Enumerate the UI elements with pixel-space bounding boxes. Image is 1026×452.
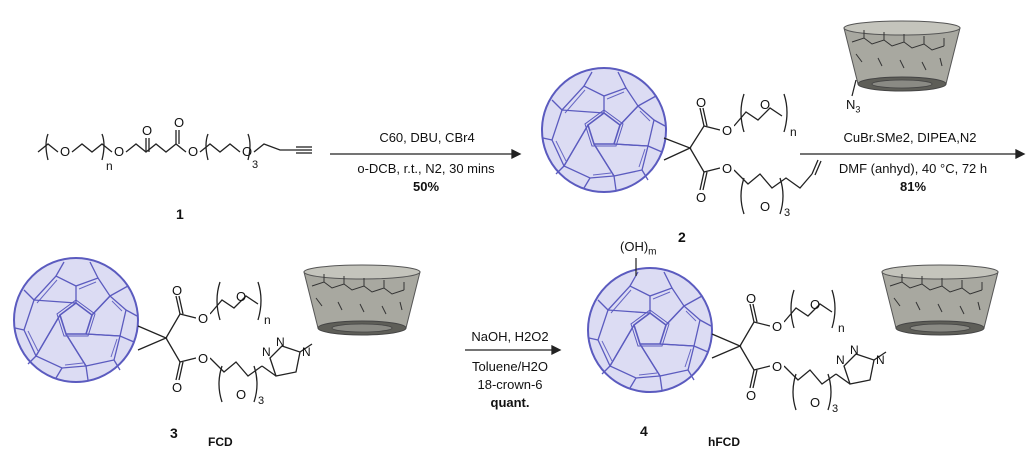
atom-o: O (746, 291, 757, 306)
atom-o: O (696, 190, 707, 205)
subscript-n: n (838, 321, 845, 335)
step3-yield: quant. (490, 395, 530, 410)
subscript-3: 3 (832, 403, 839, 415)
compound-tag: FCD (208, 435, 233, 449)
atom-o: O (722, 161, 733, 176)
atom-o: O (172, 283, 183, 298)
subscript-3: 3 (784, 207, 791, 219)
atom-o: O (236, 387, 247, 402)
atom-n: N (276, 335, 285, 349)
compound-number: 4 (640, 423, 648, 439)
compound-tag: hFCD (708, 435, 740, 449)
compound-3-structure (13, 257, 421, 403)
atom-n: N (302, 345, 311, 359)
compound-4-structure (587, 258, 999, 411)
atom-o: O (60, 144, 71, 159)
atom-n: N (836, 353, 845, 367)
azide-label: N3 (846, 97, 861, 115)
compound-number: 2 (678, 229, 686, 245)
atom-o: O (746, 388, 757, 403)
subscript-3: 3 (258, 395, 265, 407)
atom-n: N (262, 345, 271, 359)
atom-o: O (760, 97, 771, 112)
atom-o: O (114, 144, 125, 159)
subscript-n: n (106, 159, 113, 173)
atom-o: O (142, 123, 153, 138)
step2-reagents: CuBr.SMe2, DIPEA,N2 (843, 130, 977, 145)
subscript-3: 3 (252, 159, 259, 171)
atom-o: O (760, 199, 771, 214)
atom-o: O (172, 380, 183, 395)
atom-n: N (876, 353, 885, 367)
atom-o: O (722, 123, 733, 138)
compound-2-structure (541, 67, 822, 215)
step2-conditions: DMF (anhyd), 40 °C, 72 h (838, 161, 988, 176)
atom-o: O (174, 115, 185, 130)
atom-o: O (810, 297, 821, 312)
step1-conditions: o-DCB, r.t., N2, 30 mins (357, 161, 495, 176)
atom-o: O (198, 351, 209, 366)
atom-o: O (772, 359, 783, 374)
atom-o: O (810, 395, 821, 410)
step3-reagents: NaOH, H2O2 (471, 329, 549, 344)
atom-o: O (198, 311, 209, 326)
compound-number: 1 (176, 206, 184, 222)
atom-o: O (236, 289, 247, 304)
atom-n: N (850, 343, 859, 357)
step1-yield: 50% (412, 179, 440, 194)
step1-reagents: C60, DBU, CBr4 (379, 130, 475, 145)
step3-catalyst: 18-crown-6 (477, 377, 543, 392)
atom-o: O (242, 144, 253, 159)
subscript-n: n (264, 313, 271, 327)
step3-solvent: Toluene/H2O (472, 359, 548, 374)
step2-yield: 81% (899, 179, 927, 194)
hydroxyl-label: (OH)m (620, 239, 657, 258)
atom-o: O (772, 319, 783, 334)
reaction-arrows (330, 148, 1026, 356)
atom-o: O (696, 95, 707, 110)
cyclodextrin-azide-reagent (843, 20, 961, 97)
atom-o: O (188, 144, 199, 159)
subscript-n: n (790, 125, 797, 139)
compound-1-structure (37, 130, 312, 161)
compound-number: 3 (170, 425, 178, 441)
